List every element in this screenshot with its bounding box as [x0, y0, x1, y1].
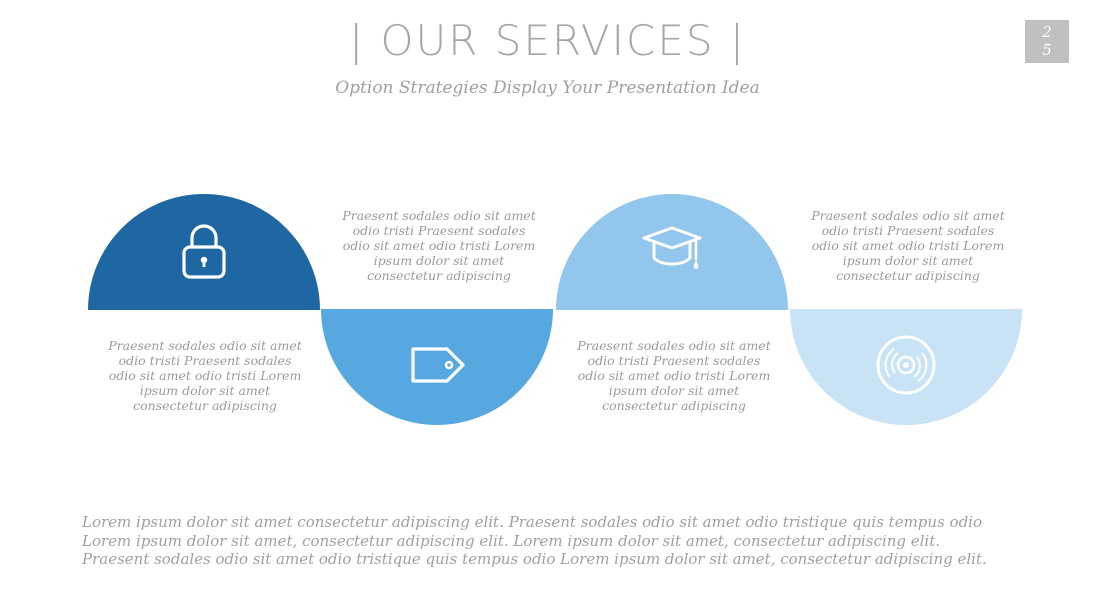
footer-line-2: Lorem ipsum dolor sit amet, consectetur … — [82, 531, 940, 550]
tag-icon — [411, 347, 465, 383]
footer-text: Lorem ipsum dolor sit amet consectetur a… — [82, 513, 1042, 569]
page-title: | OUR SERVICES | — [348, 16, 747, 65]
graduation-cap-icon — [642, 226, 702, 269]
disc-icon — [876, 335, 936, 395]
service-1-shape — [88, 194, 320, 310]
service-2-text: Praesent sodales odio sit amet odio tris… — [342, 208, 536, 283]
service-2-shape — [321, 309, 553, 425]
service-4-text: Praesent sodales odio sit amet odio tris… — [811, 208, 1005, 283]
padlock-icon — [182, 224, 226, 279]
footer-line-1: Lorem ipsum dolor sit amet consectetur a… — [82, 513, 982, 531]
footer-line-3: Praesent sodales odio sit amet odio tris… — [82, 550, 987, 568]
service-1-text: Praesent sodales odio sit amet odio tris… — [108, 338, 302, 413]
service-3-shape — [556, 194, 788, 310]
page-subtitle: Option Strategies Display Your Presentat… — [335, 78, 760, 98]
service-4-shape — [790, 309, 1022, 425]
service-3-text: Praesent sodales odio sit amet odio tris… — [577, 338, 771, 413]
